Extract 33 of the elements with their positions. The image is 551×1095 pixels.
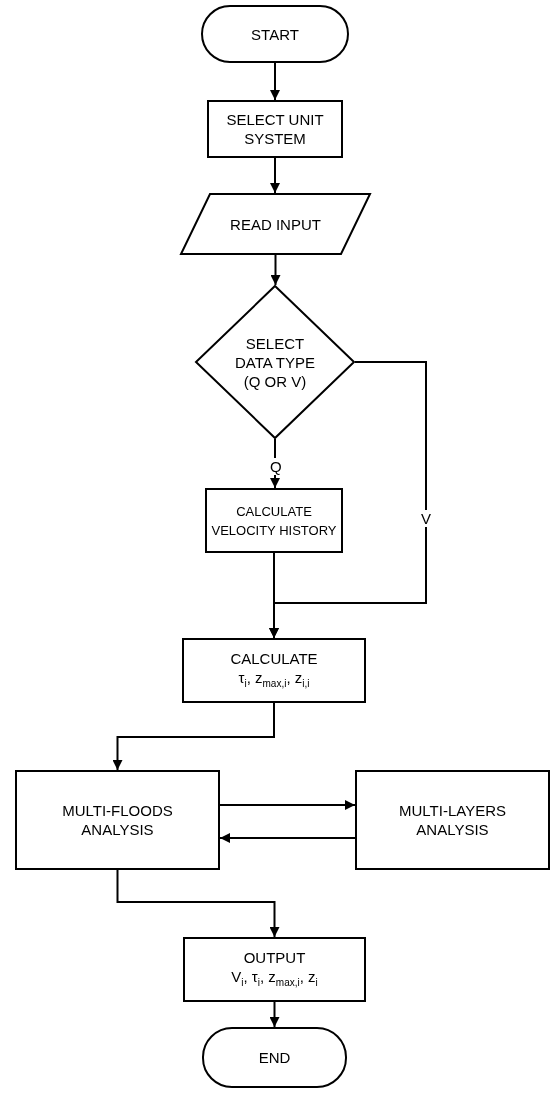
- arrow: [270, 62, 280, 101]
- node-label: START: [251, 24, 299, 44]
- node-label: CALCULATE VELOCITY HISTORY: [210, 502, 338, 540]
- node-label: SELECT DATA TYPE (Q OR V): [234, 333, 316, 391]
- node-label: OUTPUT: [243, 947, 306, 967]
- arrow: [219, 800, 356, 810]
- arrow: [116, 869, 280, 938]
- formula-text: τ$_{i}$, z$_{max,i}$, z$_{i,i}$: [238, 667, 310, 691]
- edge-label: Q: [269, 458, 283, 475]
- node-label: MULTI-LAYERS ANALYSIS: [398, 801, 507, 839]
- process-box: [182, 638, 366, 703]
- process-box: [205, 488, 343, 553]
- formula-text: V$_{i}$, τ$_{i}$, z$_{max,i}$, z$_{i}$: [231, 966, 318, 990]
- arrow: [219, 833, 356, 843]
- input-parallelogram: [180, 193, 371, 255]
- arrow: [269, 552, 279, 639]
- node-label: CALCULATE: [230, 648, 318, 668]
- edge-label: V: [420, 510, 432, 527]
- node-label: END: [258, 1048, 291, 1067]
- arrow: [270, 157, 280, 194]
- terminal-shape: [201, 5, 349, 63]
- terminal-shape: [202, 1027, 347, 1088]
- process-box: [15, 770, 220, 870]
- process-box: [183, 937, 366, 1002]
- arrow: [112, 702, 275, 771]
- node-label: SELECT UNIT SYSTEM: [225, 110, 325, 148]
- decision-diamond: [195, 285, 355, 439]
- node-label: READ INPUT: [230, 214, 321, 234]
- process-box: [207, 100, 343, 158]
- node-label: MULTI-FLOODS ANALYSIS: [61, 801, 174, 839]
- process-box: [355, 770, 550, 870]
- arrow: [269, 1001, 280, 1028]
- arrow: [270, 254, 281, 286]
